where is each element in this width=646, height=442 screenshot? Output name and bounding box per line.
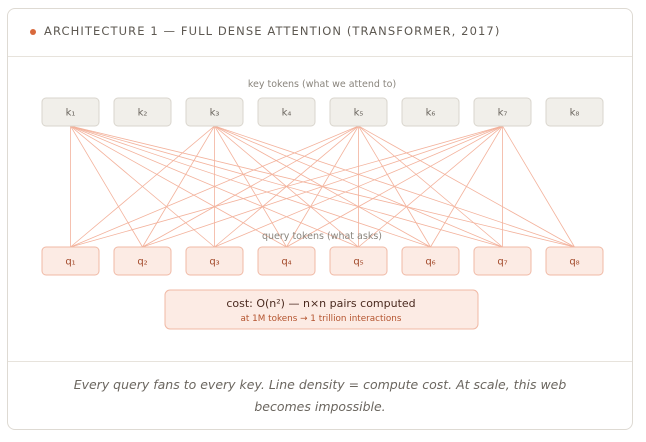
- query-token-row: q₁ q₂ q₃ q₄ q₅ q₆ q₇ q₈: [41, 246, 604, 276]
- key-token-label: k₇: [498, 108, 508, 119]
- query-token-box: [257, 246, 316, 276]
- query-token-label: q₆: [425, 257, 435, 268]
- key-token-8: k₈: [545, 97, 604, 127]
- query-token-2: q₂: [113, 246, 172, 276]
- key-token-row: k₁ k₂ k₃ k₄ k₅ k₆ k₇ k₈: [41, 97, 604, 127]
- caption-text: Every query fans to every key. Line dens…: [73, 377, 567, 414]
- query-token-1: q₁: [41, 246, 100, 276]
- cost-box-background: [164, 289, 479, 330]
- query-token-6: q₆: [401, 246, 460, 276]
- query-token-5: q₅: [329, 246, 388, 276]
- caption: Every query fans to every key. Line dens…: [8, 361, 632, 429]
- attention-line: [502, 125, 575, 248]
- query-token-label: q₂: [137, 257, 147, 268]
- key-token-box: [401, 97, 460, 127]
- key-token-7: k₇: [473, 97, 532, 127]
- cost-scale-note: at 1M tokens → 1 trillion interactions: [241, 314, 402, 324]
- query-token-label: q₁: [65, 257, 75, 268]
- query-token-box: [401, 246, 460, 276]
- key-token-label: k₁: [66, 108, 76, 119]
- key-token-box: [41, 97, 100, 127]
- attention-line: [70, 125, 215, 248]
- key-token-label: k₆: [426, 108, 436, 119]
- attention-line: [430, 125, 503, 248]
- query-token-label: q₃: [209, 257, 219, 268]
- key-token-6: k₆: [401, 97, 460, 127]
- key-token-box: [545, 97, 604, 127]
- query-token-box: [473, 246, 532, 276]
- query-token-7: q₇: [473, 246, 532, 276]
- query-token-4: q₄: [257, 246, 316, 276]
- cost-box: cost: O(n²) — n×n pairs computed at 1M t…: [164, 289, 479, 330]
- key-token-box: [185, 97, 244, 127]
- key-token-5: k₅: [329, 97, 388, 127]
- key-token-4: k₄: [257, 97, 316, 127]
- key-token-box: [113, 97, 172, 127]
- bullet-dot-icon: [30, 29, 36, 35]
- key-token-box: [329, 97, 388, 127]
- attention-line: [70, 125, 503, 248]
- key-token-label: k₅: [354, 108, 364, 119]
- card-title: ARCHITECTURE 1 — FULL DENSE ATTENTION (T…: [44, 24, 501, 38]
- architecture-card: ARCHITECTURE 1 — FULL DENSE ATTENTION (T…: [7, 8, 633, 430]
- attention-line: [142, 125, 503, 248]
- key-token-1: k₁: [41, 97, 100, 127]
- key-token-box: [257, 97, 316, 127]
- key-row-label: key tokens (what we attend to): [248, 79, 396, 90]
- card-header: ARCHITECTURE 1 — FULL DENSE ATTENTION (T…: [8, 9, 632, 57]
- attention-line: [70, 125, 359, 248]
- query-token-box: [545, 246, 604, 276]
- attention-line: [142, 125, 215, 248]
- attention-line: [214, 125, 503, 248]
- attention-line: [70, 125, 143, 248]
- query-token-label: q₈: [569, 257, 579, 268]
- query-token-box: [185, 246, 244, 276]
- attention-lines: [70, 125, 575, 248]
- query-token-label: q₇: [497, 257, 507, 268]
- key-token-label: k₂: [138, 108, 148, 119]
- query-token-box: [329, 246, 388, 276]
- query-token-box: [41, 246, 100, 276]
- query-token-3: q₃: [185, 246, 244, 276]
- attention-line: [142, 125, 359, 248]
- cost-formula: cost: O(n²) — n×n pairs computed: [226, 297, 415, 310]
- key-token-3: k₃: [185, 97, 244, 127]
- key-token-2: k₂: [113, 97, 172, 127]
- query-token-8: q₈: [545, 246, 604, 276]
- key-token-box: [473, 97, 532, 127]
- key-token-label: k₄: [282, 108, 292, 119]
- query-row-label: query tokens (what asks): [262, 231, 382, 242]
- query-token-box: [113, 246, 172, 276]
- key-token-label: k₃: [210, 108, 220, 119]
- attention-line: [286, 125, 503, 248]
- key-token-label: k₈: [570, 108, 580, 119]
- attention-line: [358, 125, 503, 248]
- query-token-label: q₄: [281, 257, 291, 268]
- query-token-label: q₅: [353, 257, 363, 268]
